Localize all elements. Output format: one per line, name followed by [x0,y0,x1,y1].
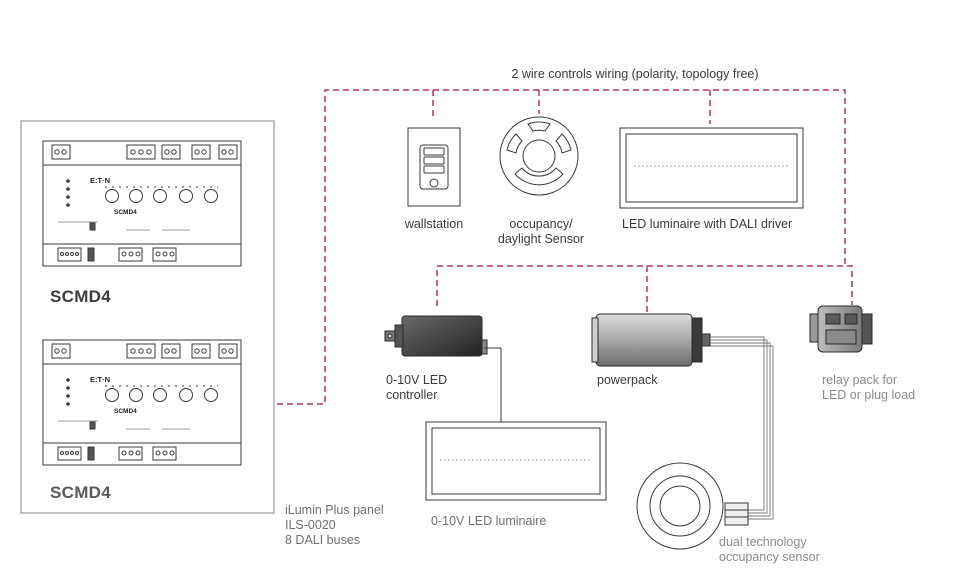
dual-sensor-label-line-2: occupancy sensor [719,550,820,564]
panel-caption: iLumin Plus panel ILS-0020 8 DALI buses [285,503,384,548]
panel-caption-line-2: ILS-0020 [285,518,336,532]
powerpack-label: powerpack [597,373,658,387]
led-controller-label-line-1: 0-10V LED [386,373,448,387]
led-controller-label-line-2: controller [386,388,438,402]
scmd4-module: E:T·N SCMD4 [42,140,242,267]
panel-caption-line-3: 8 DALI buses [285,533,361,547]
dual-tech-sensor-device [636,462,749,550]
wiring-label: 2 wire controls wiring (polarity, topolo… [511,67,759,81]
relay-pack-label-line-1: relay pack for [822,373,898,387]
occupancy-sensor-label: occupancy/ daylight Sensor [484,217,598,247]
svg-text:SCMD4: SCMD4 [114,209,137,216]
svg-text:E:T·N: E:T·N [90,176,110,185]
wallstation-label: wallstation [404,217,464,231]
scmd4-module-2 [42,339,242,466]
panel-caption-line-1: iLumin Plus panel [285,503,384,517]
dual-sensor-label: dual technology occupancy sensor [719,535,820,565]
powerpack-leads [710,336,774,520]
led-controller-label: 0-10V LED controller [386,373,447,403]
wallstation-device [407,127,461,207]
relay-pack-label-line-2: LED or plug load [822,388,916,402]
occupancy-sensor-device [499,116,579,196]
led-dali-luminaire-device [619,127,804,209]
led-controller-device [384,315,488,357]
panel-enclosure [20,120,275,514]
dali-wiring [277,89,853,405]
dual-sensor-label-line-1: dual technology [719,535,807,549]
wiring-loop-main [277,89,846,405]
scmd4-title-1: SCMD4 [50,287,112,306]
relay-pack-device [809,305,873,353]
powerpack-device [591,313,711,367]
scmd4-title-2: SCMD4 [50,483,112,502]
wiring-bus-lower [436,265,853,306]
occupancy-sensor-label-line-2: daylight Sensor [497,232,585,246]
occupancy-sensor-label-line-1: occupancy/ [509,217,573,231]
led-dali-label: LED luminaire with DALI driver [622,217,793,231]
relay-pack-label: relay pack for LED or plug load [822,373,915,403]
led-010v-luminaire-device [425,421,607,501]
led-010v-label: 0-10V LED luminaire [431,514,547,528]
